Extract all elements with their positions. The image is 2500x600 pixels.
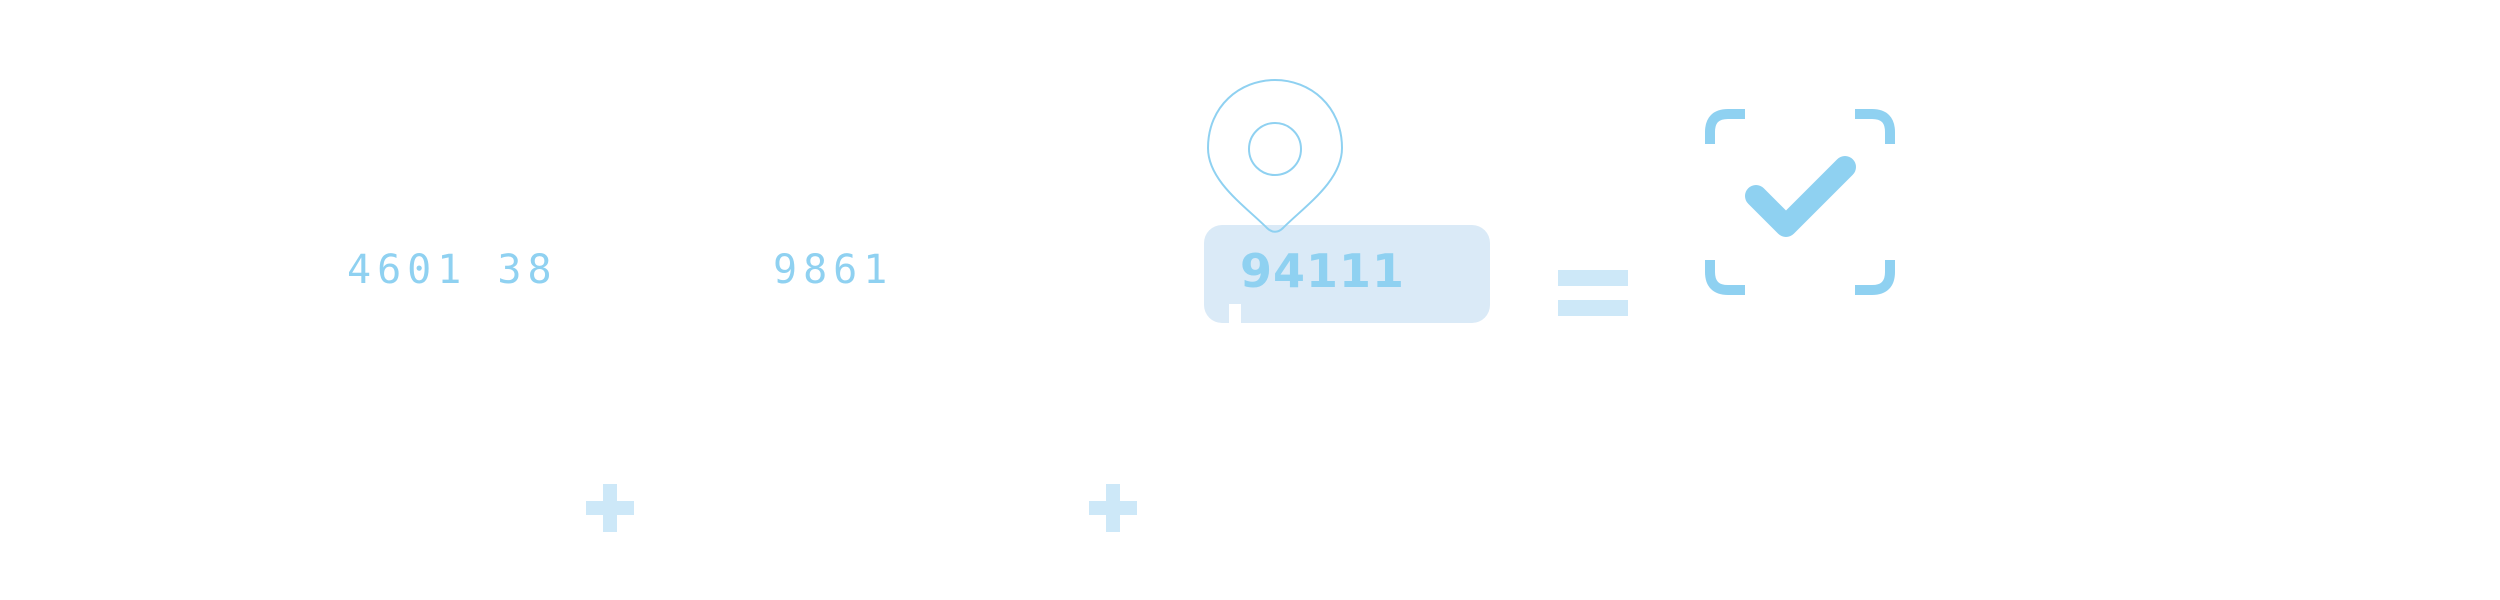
zip-code-box-notch [1229, 304, 1241, 324]
zip-code-box [1204, 225, 1490, 323]
plus-icon [1089, 484, 1137, 532]
number-display-2: 9861 [773, 247, 894, 293]
zip-code-value: 94111 [1240, 244, 1406, 298]
map-pin-icon [1206, 78, 1344, 233]
scan-check-icon [1705, 109, 1895, 295]
plus-icon [586, 484, 634, 532]
number-display-1: 4601 38 [347, 247, 558, 293]
equals-icon [1558, 270, 1628, 320]
